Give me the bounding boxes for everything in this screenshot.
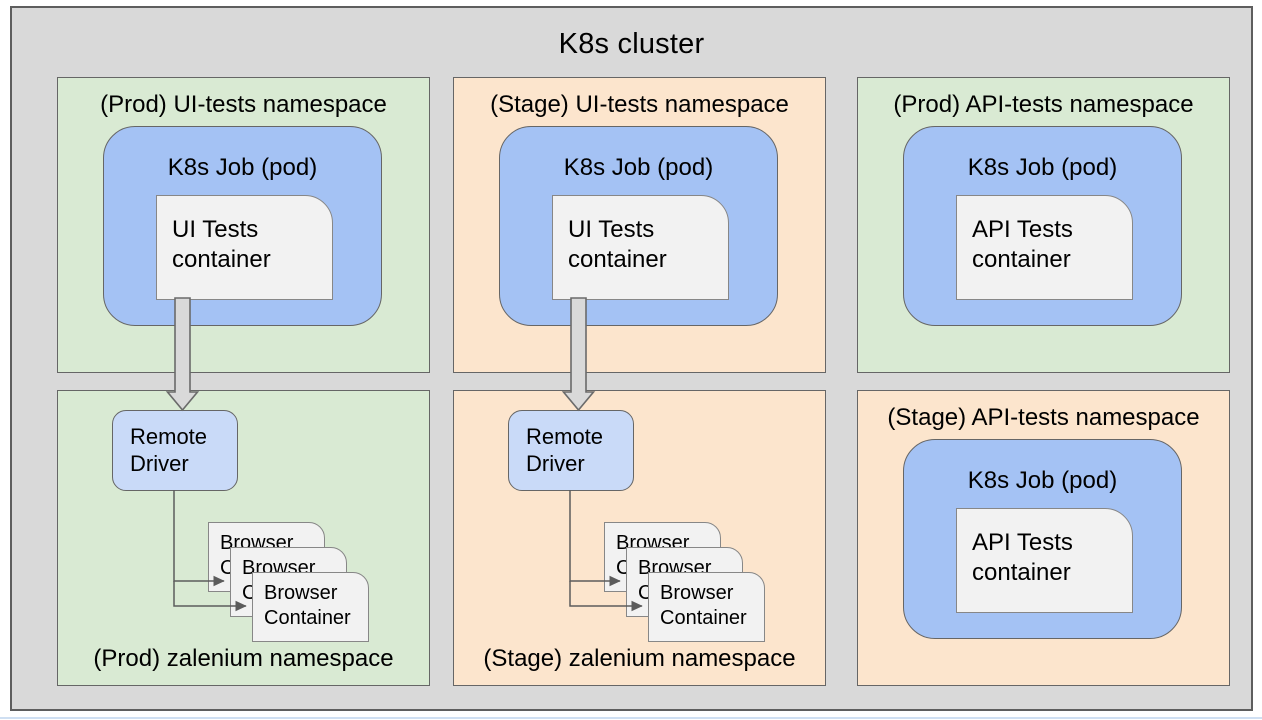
- namespace-stage-api-tests: (Stage) API-tests namespace K8s Job (pod…: [857, 390, 1230, 686]
- namespace-title: (Stage) zalenium namespace: [483, 645, 796, 672]
- api-tests-container: API Tests container: [956, 195, 1133, 300]
- container-label-line: UI Tests: [172, 216, 259, 243]
- namespace-title: (Stage) API-tests namespace: [887, 404, 1200, 431]
- remote-driver-label-line: Remote: [526, 424, 604, 449]
- container-label-line: container: [568, 246, 667, 273]
- k8s-job-pod-label: K8s Job (pod): [563, 154, 714, 181]
- k8s-job-pod-box: K8s Job (pod) API Tests container: [903, 439, 1182, 639]
- namespace-prod-api-tests: (Prod) API-tests namespace K8s Job (pod)…: [857, 77, 1230, 373]
- namespace-title: (Prod) API-tests namespace: [893, 91, 1194, 118]
- k8s-job-pod-box: K8s Job (pod) UI Tests container: [499, 126, 778, 326]
- cluster-title: K8s cluster: [558, 28, 705, 60]
- remote-driver-label-line: Driver: [526, 451, 585, 476]
- k8s-job-pod-label: K8s Job (pod): [167, 154, 318, 181]
- remote-driver-label-line: Driver: [130, 451, 189, 476]
- ui-tests-container: UI Tests container: [552, 195, 729, 300]
- container-label-line: container: [972, 246, 1071, 273]
- window-bottom-edge: [0, 717, 1262, 719]
- browser-label-line: Browser: [660, 582, 734, 604]
- namespace-title: (Stage) UI-tests namespace: [490, 91, 789, 118]
- namespace-title: (Prod) UI-tests namespace: [100, 91, 387, 118]
- browser-container-front: Browser Container: [648, 572, 765, 642]
- namespace-stage-ui-tests: (Stage) UI-tests namespace K8s Job (pod)…: [453, 77, 826, 373]
- remote-driver-box: Remote Driver: [112, 410, 238, 491]
- namespace-prod-ui-tests: (Prod) UI-tests namespace K8s Job (pod) …: [57, 77, 430, 373]
- container-label-line: container: [172, 246, 271, 273]
- remote-driver-box: Remote Driver: [508, 410, 634, 491]
- api-tests-container: API Tests container: [956, 508, 1133, 613]
- namespace-prod-zalenium: Remote Driver Browser Container Browser …: [57, 390, 430, 686]
- k8s-job-pod-box: K8s Job (pod) API Tests container: [903, 126, 1182, 326]
- container-label-line: container: [972, 559, 1071, 586]
- k8s-job-pod-box: K8s Job (pod) UI Tests container: [103, 126, 382, 326]
- k8s-job-pod-label: K8s Job (pod): [967, 154, 1118, 181]
- container-label-line: UI Tests: [568, 216, 655, 243]
- namespace-stage-zalenium: Remote Driver Browser Container Browser …: [453, 390, 826, 686]
- remote-driver-label-line: Remote: [130, 424, 208, 449]
- namespace-title: (Prod) zalenium namespace: [93, 645, 394, 672]
- container-label-line: API Tests: [972, 216, 1073, 243]
- k8s-job-pod-label: K8s Job (pod): [967, 467, 1118, 494]
- browser-label-line: Container: [660, 607, 747, 629]
- browser-container-front: Browser Container: [252, 572, 369, 642]
- browser-label-line: Container: [264, 607, 351, 629]
- ui-tests-container: UI Tests container: [156, 195, 333, 300]
- browser-label-line: Browser: [264, 582, 338, 604]
- container-label-line: API Tests: [972, 529, 1073, 556]
